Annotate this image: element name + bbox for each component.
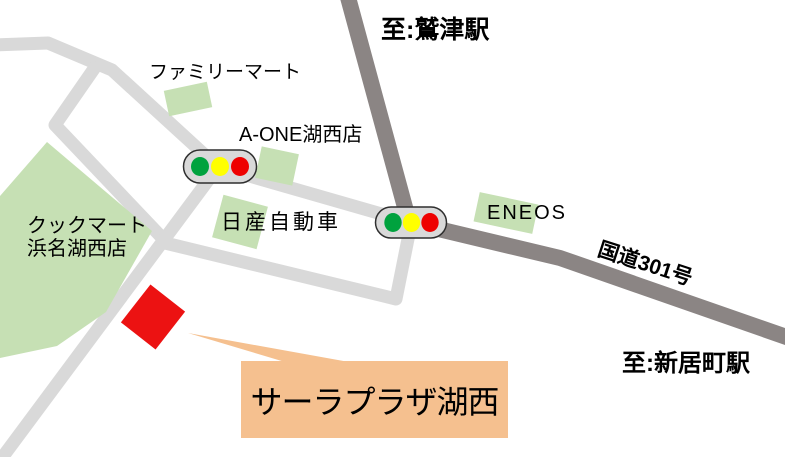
- landmark-label-cookmart: クックマート 浜名湖西店: [27, 215, 147, 261]
- destination-callout-label: サーラプラザ湖西: [250, 383, 499, 420]
- eneos-building: [473, 192, 539, 234]
- destination-marker: [120, 284, 186, 350]
- landmark-label-nissan: 日産自動車: [221, 211, 341, 234]
- signal-yellow-light: [402, 213, 421, 232]
- landmark-label-cookmart-line2: 浜名湖西店: [27, 238, 127, 260]
- a-one-building: [255, 146, 299, 186]
- local-roads: [0, 36, 418, 457]
- signal-red-light: [231, 157, 249, 176]
- callout-box: [241, 361, 508, 438]
- direction-label-araimachi-station: 至:新居町駅: [622, 350, 750, 377]
- road-branch-west: [48, 59, 173, 249]
- signal-green-light: [191, 157, 209, 176]
- signal-red-light: [421, 213, 439, 232]
- landmark-label-familymart: ファミリーマート: [149, 62, 302, 83]
- callout-tail: [188, 333, 349, 362]
- cookmart-building: [0, 142, 152, 358]
- landmark-label-cookmart-line1: クックマート: [27, 215, 147, 237]
- direction-label-washizu-station: 至:鷲津駅: [381, 16, 490, 44]
- landmark-label-a-one-kosai: A-ONE湖西店: [239, 124, 363, 146]
- nissan-building: [212, 194, 268, 250]
- familymart-building: [163, 81, 213, 117]
- route-301-road: [340, 0, 785, 345]
- traffic-light-icon: [182, 149, 258, 184]
- signal-green-light: [384, 213, 402, 232]
- road-main-west-east: [0, 36, 415, 230]
- signal-yellow-light: [211, 157, 229, 176]
- traffic-light-icon: [374, 206, 448, 239]
- road-southwest: [0, 163, 224, 457]
- landmark-label-eneos: ENEOS: [487, 202, 568, 224]
- road-loop-south: [163, 222, 418, 306]
